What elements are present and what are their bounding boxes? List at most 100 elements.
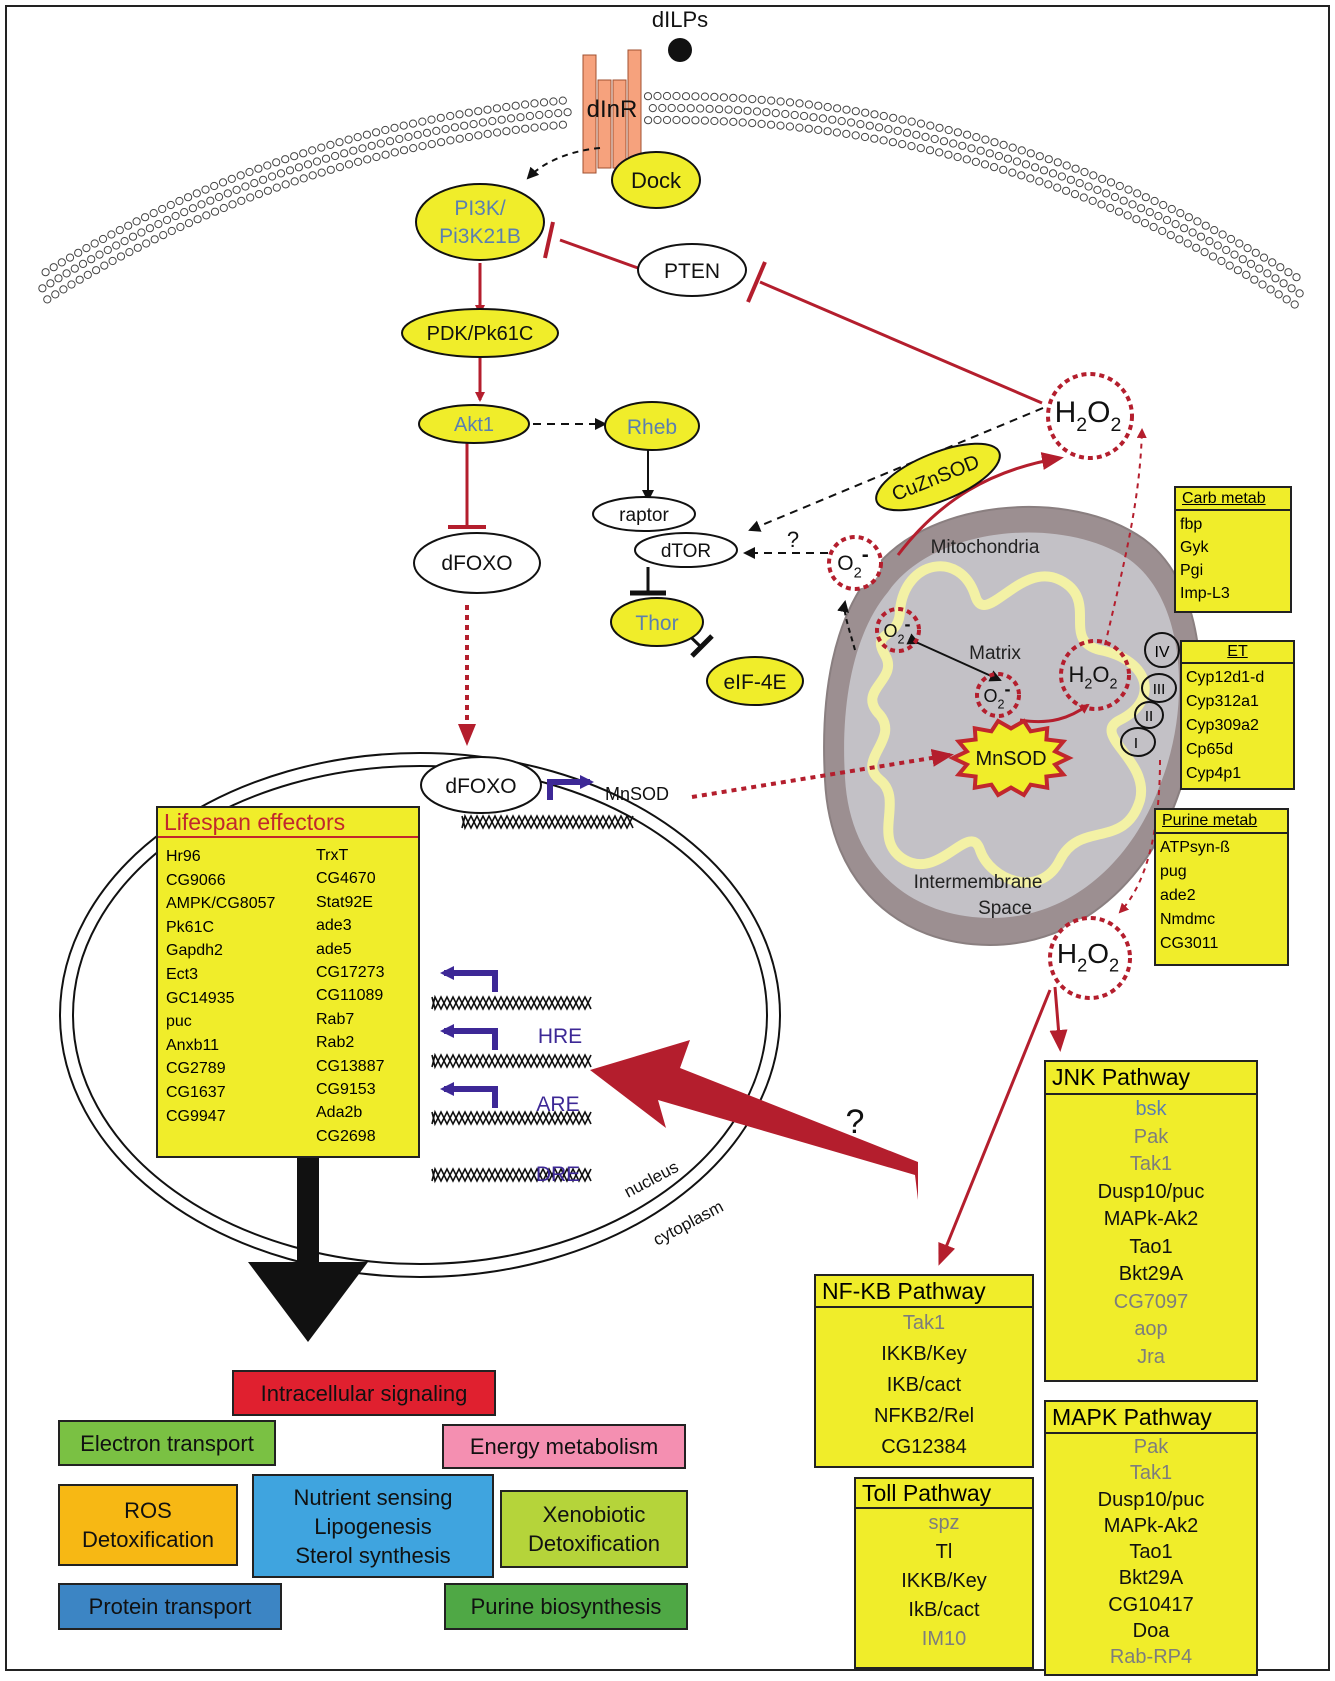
membrane-lipid [353,133,362,142]
membrane-lipid [1263,269,1272,278]
membrane-lipid [219,203,228,213]
membrane-lipid [930,134,939,144]
membrane-lipid [907,142,916,151]
lifespan-effector-item: Ada2b [316,1104,363,1122]
membrane-lipid [107,230,116,239]
membrane-lipid [980,160,990,169]
membrane-lipid [696,104,705,113]
membrane-lipid [201,185,210,194]
membrane-lipid [441,125,450,134]
membrane-lipid [184,219,194,228]
membrane-lipid [214,192,224,202]
mapk-pathway-item: Pak [1133,1436,1169,1458]
mitochondrion-matrix [844,532,1180,918]
membrane-lipid [326,165,335,174]
membrane-lipid [1008,168,1017,177]
membrane-lipid [1295,289,1304,298]
membrane-lipid [422,128,432,137]
toll-pathway-item: Tl [935,1541,953,1563]
membrane-lipid [175,196,184,206]
membrane-lipid [1035,152,1044,161]
membrane-lipid [1250,275,1259,284]
membrane-lipid [1243,244,1252,253]
et-item: Cyp309a2 [1186,717,1259,734]
membrane-lipid [776,97,785,106]
membrane-lipid [879,111,888,121]
membrane-lipid [335,138,344,147]
membrane-lipid [847,118,856,127]
membrane-lipid [133,243,142,252]
membrane-lipid [976,146,985,155]
membrane-lipid [483,105,492,114]
purine-metab-item: ATPsyn-ß [1160,839,1230,856]
membrane-lipid [227,174,236,183]
membrane-lipid [427,115,436,124]
lifespan-effectors-title: Lifespan effectors [158,808,418,838]
nfkb-pathway-item: IKB/cact [886,1374,962,1396]
membrane-lipid [1166,231,1175,240]
membrane-lipid [558,96,567,105]
are-transcription-arrow [440,1082,498,1108]
membrane-lipid [176,222,185,232]
lifespan-effector-item: ade5 [316,940,352,958]
membrane-lipid [832,128,842,137]
membrane-lipid [59,285,68,294]
membrane-lipid [344,135,353,144]
membrane-lipid [748,95,757,104]
raptor-label: raptor [619,505,669,526]
membrane-lipid [167,226,176,236]
legend-electron-label: Electron transport [80,1430,254,1456]
lifespan-effector-item: Hr96 [166,848,201,865]
carb-metab-title: Carb metab [1176,488,1290,511]
membrane-lipid [254,164,263,173]
dfoxo-nuclear-label: dFOXO [445,775,516,798]
membrane-lipid [483,129,492,138]
membrane-lipid [1044,155,1053,164]
lifespan-effector-item: Rab2 [316,1034,355,1052]
lifespan-effector-item: CG13887 [316,1057,385,1075]
membrane-lipid [1026,149,1035,158]
membrane-lipid [1271,274,1280,283]
membrane-lipid [1098,174,1107,183]
superoxide-cytoplasm-circle [827,535,883,591]
membrane-lipid [399,146,409,155]
membrane-lipid [888,138,898,147]
mnsod-starburst [948,718,1074,798]
lifespan-effector-item: CG4670 [316,870,376,888]
membrane-lipid [925,146,935,155]
membrane-lipid [530,123,539,132]
membrane-lipid [197,200,206,209]
membrane-lipid [43,295,52,304]
mapk-pathway-item: Dusp10/puc [1097,1488,1205,1511]
membrane-lipid [149,209,158,218]
membrane-lipid [700,116,710,125]
superoxide-matrix-circle [975,672,1021,718]
membrane-lipid [710,92,719,102]
membrane-lipid [116,252,126,261]
membrane-lipid [285,166,295,175]
membrane-lipid [502,127,511,136]
membrane-lipid [1123,211,1132,220]
membrane-lipid [705,104,714,113]
h2o2-label: H2O2 [1057,938,1119,975]
membrane-lipid [823,102,832,112]
toll-pathway-item: IKKB/Key [901,1570,987,1592]
membrane-lipid [51,290,60,299]
membrane-lipid [999,165,1008,174]
superoxide-ims-circle [875,607,921,653]
membrane-lipid [994,151,1004,161]
membrane-lipid [795,99,804,108]
membrane-lipid [558,120,568,129]
membrane-lipid [317,143,326,152]
pten-node [637,243,747,297]
membrane-lipid [1268,258,1277,267]
membrane-lipid [1080,167,1089,177]
membrane-lipid [1106,178,1116,187]
membrane-lipid [1171,220,1180,229]
